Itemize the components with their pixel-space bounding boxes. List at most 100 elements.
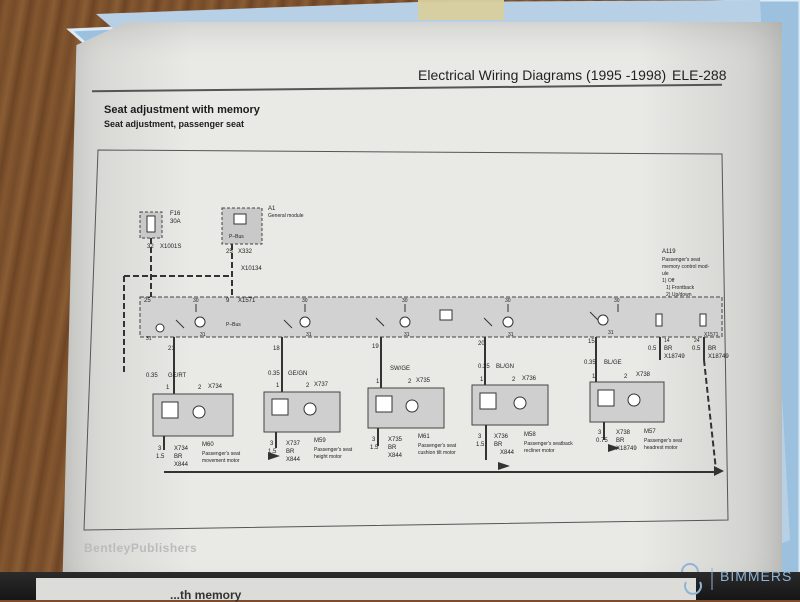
fuse-connector: X1001S — [160, 244, 181, 250]
motor-ground: X844 — [500, 450, 515, 456]
motor-desc-0: Passenger's seat — [202, 451, 241, 457]
motor-m58: 20 0.35 BL/GN X736 1 2 3 1.5 X736 BR X84… — [471, 337, 573, 460]
motor-conn-bottom: X738 — [616, 430, 631, 436]
motor-id: M58 — [524, 432, 536, 438]
motor-pin-b: 1.5 — [156, 454, 165, 460]
motor-desc-0: Passenger's seat — [314, 447, 353, 453]
motor-pin-b: 1.5 — [268, 449, 277, 455]
motor-pin-top: 19 — [372, 344, 379, 350]
motor-color: BL/GN — [496, 364, 514, 370]
motor-icon — [627, 393, 641, 407]
relay-pin-30-c: 30 — [402, 298, 408, 304]
module-a1-name: General module — [268, 213, 304, 219]
motor-id: M60 — [202, 442, 214, 448]
pin-two: 2 — [198, 385, 202, 391]
publisher-footer: BentleyPublishers — [84, 541, 198, 555]
motor-symbol — [479, 392, 497, 410]
right-out-color-1: BR — [708, 346, 717, 352]
bus-module-desc-0: Passenger's seat — [662, 257, 701, 263]
right-out-wire-0: 0.5 — [648, 346, 657, 352]
fuse-icon — [146, 215, 156, 233]
motor-conn-bottom: X737 — [286, 441, 301, 447]
motor-symbol — [375, 395, 393, 413]
motor-desc-1: headrest motor — [644, 445, 678, 451]
bus-module-desc-3: 1) Off — [662, 278, 675, 284]
motor-icon — [513, 396, 527, 410]
module-a1-icon — [233, 213, 247, 225]
relay-pin-31-a: 31 — [146, 336, 152, 342]
relay-pin-31-c: 31 — [306, 332, 312, 338]
motor-pin-a: 3 — [598, 430, 602, 436]
motor-id: M57 — [644, 429, 656, 435]
motor-ground: X18749 — [616, 446, 637, 452]
relay-pin-31-f: 31 — [608, 330, 614, 336]
bus-label: P–Bus — [226, 322, 241, 328]
bus-module-chip-icon — [439, 309, 453, 321]
motor-m59: 18 0.35 GE/GN X737 1 2 3 1.5 X737 BR X84… — [263, 337, 353, 463]
section-subtitle: Seat adjustment, passenger seat — [104, 119, 245, 129]
motor-m60: 21 0.35 GE/RT X734 1 2 3 1.5 X734 BR X84… — [146, 337, 241, 468]
relay-pin-31-e: 31 — [508, 332, 514, 338]
motor-symbol — [271, 398, 289, 416]
motor-wire: 0.35 — [268, 371, 280, 377]
motor-desc-0: Passenger's seat — [418, 443, 457, 449]
motor-pin-a: 3 — [372, 437, 376, 443]
relay-pin-31-d: 31 — [404, 332, 410, 338]
motor-desc-0: Passenger's seat — [644, 438, 683, 444]
right-out-color-0: BR — [664, 346, 673, 352]
motor-pin-top: 15 — [588, 339, 595, 345]
motor-conn-bottom: X736 — [494, 434, 509, 440]
motor-desc-1: movement motor — [202, 458, 240, 464]
watermark-text: BIMMERS — [720, 568, 793, 584]
relay-pin-30-e: 30 — [614, 298, 620, 304]
fuse-rating: 30A — [170, 219, 181, 225]
motor-symbol — [161, 401, 179, 419]
motor-desc-1: recliner motor — [524, 448, 555, 454]
ground-arrow-right — [714, 466, 724, 476]
motor-id: M59 — [314, 438, 326, 444]
ground-arrow-m58 — [498, 462, 510, 470]
bus-module-box — [139, 296, 723, 338]
motor-color: BL/GE — [604, 360, 622, 366]
motor-wire: 0.35 — [146, 373, 158, 379]
page-header-title: Electrical Wiring Diagrams (1995 -1998) — [418, 67, 667, 83]
relay-pin-30-b: 30 — [302, 298, 308, 304]
relay-pin-30-a: 30 — [193, 298, 199, 304]
next-page-edge — [36, 578, 696, 600]
motor-color: GE/RT — [168, 373, 187, 379]
bus-module-desc-2: ule — [662, 271, 669, 277]
bus-module-desc-1: memory control mod- — [662, 264, 710, 270]
right-outputs: 14 0.5 BR X18749 24 0.5 BR X18749 X1571 — [648, 332, 729, 471]
motor-wire: 0.35 — [478, 364, 490, 370]
motor-ground: X844 — [388, 453, 403, 459]
relay-pin-30-d: 30 — [505, 298, 511, 304]
motor-color2: BR — [616, 438, 625, 444]
motor-desc-0: Passenger's seatback — [524, 441, 573, 447]
module-a1-splice: X10134 — [241, 266, 262, 272]
pin-one: 1 — [166, 385, 170, 391]
module-a1-id: A1 — [268, 206, 276, 212]
motor-pin-b: 1.5 — [476, 442, 485, 448]
motor-ground: X844 — [174, 462, 189, 468]
tape-strip — [418, 0, 504, 20]
module-a1-connector: X332 — [238, 249, 253, 255]
right-out-conn-0: X18749 — [664, 354, 685, 360]
motor-pin-a: 3 — [478, 434, 482, 440]
motor-conn: X735 — [416, 378, 431, 384]
ground-arrow-m57 — [608, 444, 620, 452]
pin-one: 1 — [592, 374, 596, 380]
motor-icon — [192, 405, 206, 419]
pin-two: 2 — [408, 379, 412, 385]
motor-icon — [405, 399, 419, 413]
relay-group — [155, 304, 707, 333]
motor-conn-bottom: X735 — [388, 437, 403, 443]
motor-id: M61 — [418, 434, 430, 440]
motor-color2: BR — [174, 454, 183, 460]
relay-pin-31-b: 31 — [200, 332, 206, 338]
motor-conn: X738 — [636, 372, 651, 378]
section-title: Seat adjustment with memory — [104, 104, 260, 116]
module-a1-pin: 25 — [226, 249, 233, 255]
motor-desc-1: height motor — [314, 454, 342, 460]
motor-pin-top: 20 — [478, 341, 485, 347]
